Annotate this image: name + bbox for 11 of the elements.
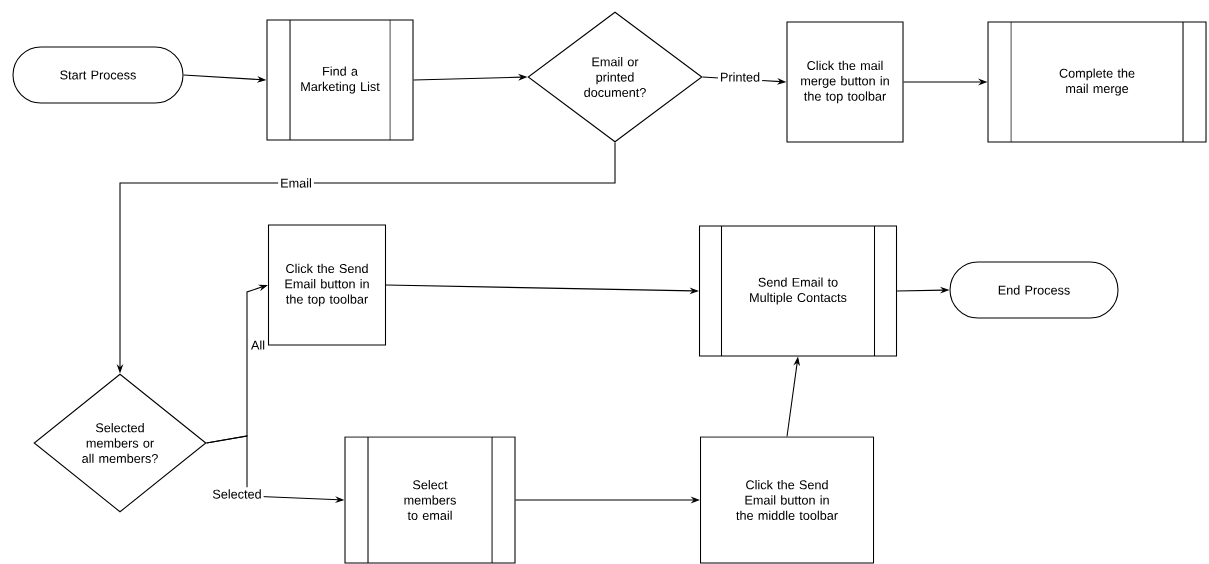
process-box: Click the mail merge button in the top toolbar (786, 21, 904, 143)
edge-label: Email (278, 176, 314, 190)
process-box: Click the Send Email button in the middle toolbar (699, 436, 875, 564)
edge-label: Printed (717, 70, 763, 84)
subprocess-box: Send Email to Multiple Contacts (698, 225, 898, 357)
subprocess-box: Select members to email (344, 436, 516, 564)
edge-label: Selected (210, 487, 264, 501)
subprocess-box: Find a Marketing List (266, 19, 414, 141)
subprocess-box: Complete the mail merge (987, 21, 1207, 143)
edge-label: All (248, 338, 268, 352)
process-box: Click the Send Email button in the top toolbar (267, 224, 387, 346)
